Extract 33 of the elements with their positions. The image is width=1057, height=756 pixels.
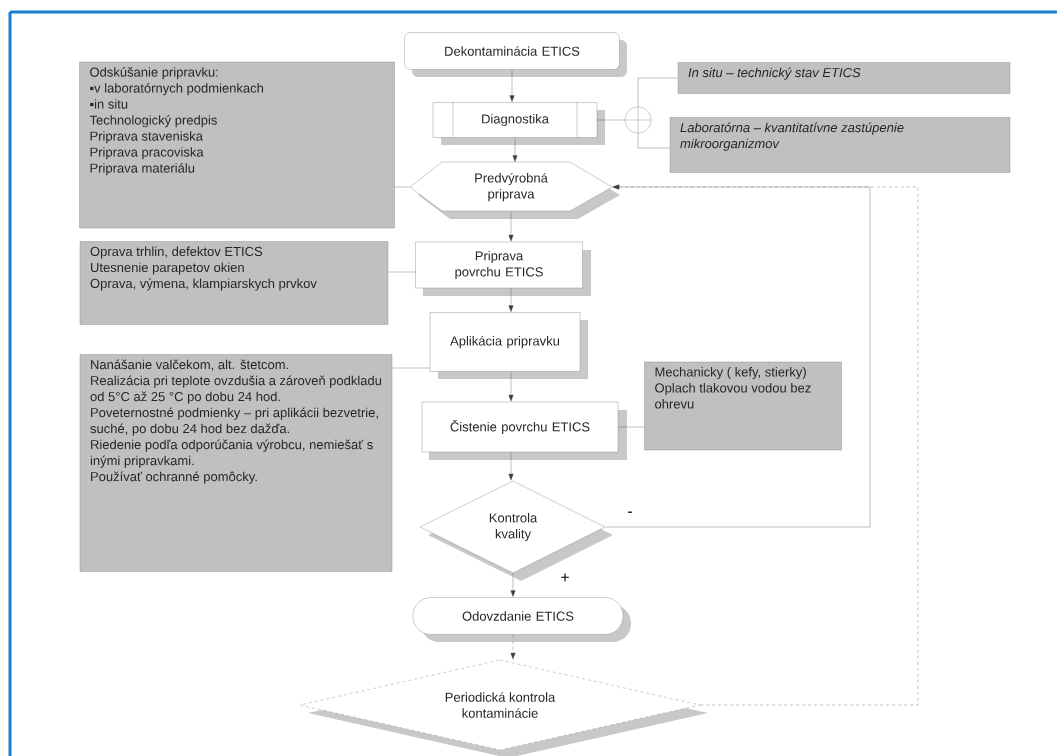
- leader-line: [394, 186, 410, 188]
- process-box: Čistenie povrchu ETICS: [421, 401, 627, 460]
- note-box: In situ – technický stav ETICS: [677, 62, 1011, 94]
- arrow: [509, 69, 515, 102]
- leader-line: [637, 133, 670, 149]
- arrow: [612, 184, 919, 706]
- leader-line: [618, 426, 645, 428]
- edge-label: +: [559, 572, 571, 584]
- arrow: [512, 137, 518, 162]
- process-box: Aplikácia pripravku: [429, 312, 588, 379]
- leader-line: [392, 367, 430, 369]
- arrow: [510, 573, 516, 597]
- arrow: [508, 371, 514, 402]
- leader-line: [597, 119, 625, 121]
- process-box: Diagnostika: [432, 101, 605, 145]
- process-box: Priprava povrchu ETICS: [415, 241, 591, 296]
- arrow: [508, 452, 514, 481]
- arrow: [510, 634, 516, 660]
- note-box: Laboratórna – kvantitatívne zastúpenie mikroorganizmov: [669, 117, 1011, 173]
- edge-label: -: [626, 510, 634, 518]
- note-box: Mechanicky ( kefy, stierky) Oplach tlakovou vodou bez ohrevu: [644, 361, 842, 451]
- note-box: Oprava trhlin, defektov ETICS Utesnenie parapetov okien Oprava, výmena, klampiarskych prvkov: [79, 241, 389, 325]
- terminal-box: Dekontaminácia ETICS: [404, 32, 627, 77]
- terminal-box: Odovzdanie ETICS: [412, 597, 631, 642]
- arrow: [508, 211, 514, 242]
- leader-line: [388, 271, 416, 273]
- arrow: [605, 184, 871, 528]
- arrow: [508, 288, 514, 312]
- note-box: Odskúšanie pripravku: ▪v laboratórnych podmienkach ▪in situ Technologický predpis Priprava staveniska Priprava pracoviska Priprava materiálu: [79, 61, 395, 229]
- preparation-hexagon: Predvýrobná priprava: [409, 161, 620, 219]
- leader-line: [637, 77, 678, 107]
- junction-circle: [624, 106, 652, 134]
- note-box: Nanášanie valčekom, alt. štetcom. Realizácia pri teplote ovzdušia a zároveň podkladu od 5°C až 25 °C po dobu 24 hod. Poveternostné podmienky – pri aplikácii bezvetrie, suché, po dobu 24 hod bez dažďa. Riedenie podľa odporúčania výrobcu, nemiešať s inými pripravkami. Používať ochranné pomôcky.: [79, 354, 393, 572]
